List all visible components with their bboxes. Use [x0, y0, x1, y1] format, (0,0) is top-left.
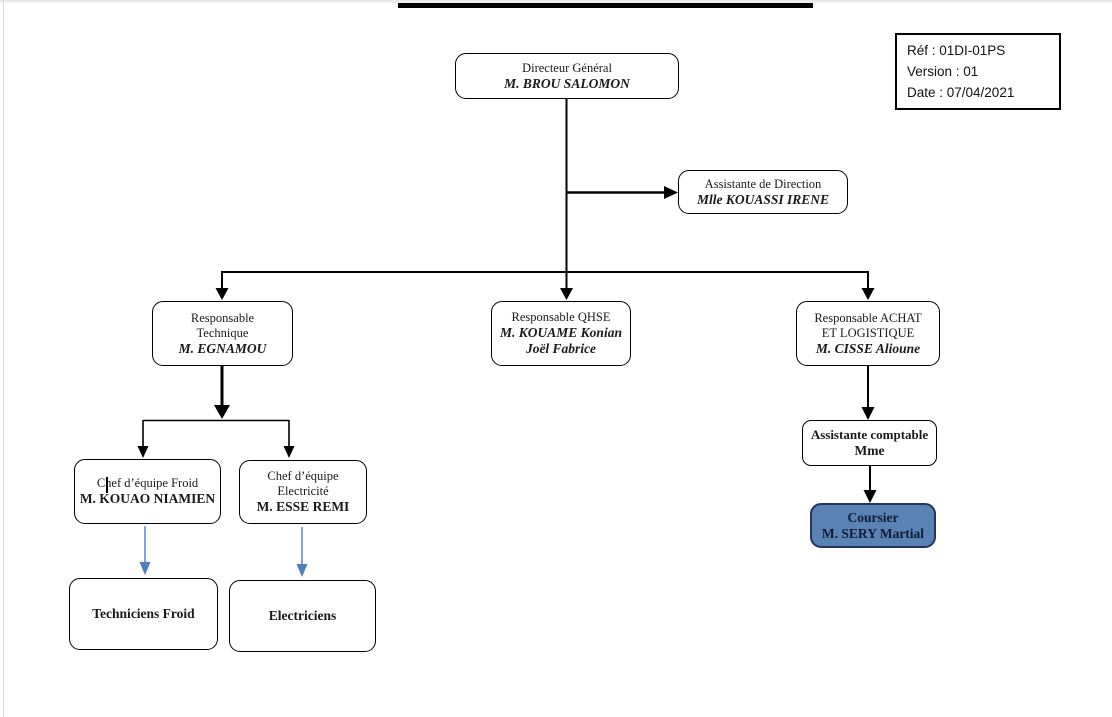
node-responsable-achat-logistique: Responsable ACHAT ET LOGISTIQUE M. CISSE… [796, 301, 940, 366]
doc-ref: Réf : 01DI-01PS [907, 43, 1006, 58]
node-assistante-direction: Assistante de Direction Mlle KOUASSI IRE… [678, 170, 848, 214]
node-name: M. CISSE Alioune [815, 340, 921, 356]
node-name: M. BROU SALOMON [504, 75, 630, 91]
connector-chef-elec-to-electriciens [296, 527, 308, 577]
node-title: Responsable [190, 310, 255, 325]
node-coursier: Coursier M. SERY Martial [810, 503, 936, 548]
doc-version: Version : 01 [907, 64, 979, 79]
stray-cursor-mark [106, 477, 108, 493]
node-name: M. EGNAMOU [178, 340, 267, 356]
connector-level2-distributor [215, 271, 875, 300]
node-title: Chef d’équipe [267, 469, 339, 483]
node-title: ET LOGISTIQUE [821, 325, 915, 340]
node-directeur-general: Directeur Général M. BROU SALOMON [455, 53, 679, 99]
node-title: Responsable ACHAT [814, 310, 922, 325]
node-title: Coursier [847, 509, 899, 525]
connector-comptable-to-coursier [863, 466, 877, 503]
node-name: M. ESSE REMI [256, 499, 350, 514]
doc-date: Date : 07/04/2021 [907, 85, 1015, 100]
node-title: Directeur Général [522, 60, 612, 75]
node-responsable-technique: Responsable Technique M. EGNAMOU [152, 301, 293, 366]
connector-dg-to-assistante-direction [566, 186, 678, 199]
node-name: Joël Fabrice [525, 341, 597, 356]
node-name: Mlle KOUASSI IRENE [696, 191, 830, 207]
connector-achat-to-comptable [861, 366, 875, 420]
node-title: Techniciens Froid [92, 606, 195, 621]
node-name: M. KOUAO NIAMIEN [79, 491, 216, 506]
node-name: Mme [854, 443, 885, 458]
connector-technique-to-chefs [137, 366, 295, 458]
node-assistante-comptable: Assistante comptable Mme [802, 420, 937, 466]
node-title: Electricité [277, 484, 329, 498]
node-title: Electriciens [268, 608, 337, 623]
title-underline-rule [398, 3, 813, 8]
node-title: Chef d’équipe Froid [96, 476, 199, 490]
node-chef-equipe-froid: Chef d’équipe Froid M. KOUAO NIAMIEN [74, 459, 221, 524]
page-edge-top [0, 0, 1112, 3]
node-techniciens-froid: Techniciens Froid [69, 578, 218, 650]
document-reference-box: Réf : 01DI-01PS Version : 01 Date : 07/0… [895, 33, 1061, 110]
node-electriciens: Electriciens [229, 580, 376, 652]
connector-chef-froid-to-techniciens [139, 526, 151, 575]
node-title: Responsable QHSE [511, 310, 611, 324]
node-chef-equipe-electricite: Chef d’équipe Electricité M. ESSE REMI [239, 460, 367, 524]
node-title: Assistante comptable [810, 427, 929, 442]
node-name: M. KOUAME Konian [500, 325, 622, 340]
page-edge-left [3, 0, 4, 717]
node-title: Assistante de Direction [704, 176, 822, 191]
node-responsable-qhse: Responsable QHSE M. KOUAME Konian Joël F… [491, 301, 631, 366]
node-title: Technique [196, 325, 249, 340]
node-name: M. SERY Martial [821, 525, 925, 541]
